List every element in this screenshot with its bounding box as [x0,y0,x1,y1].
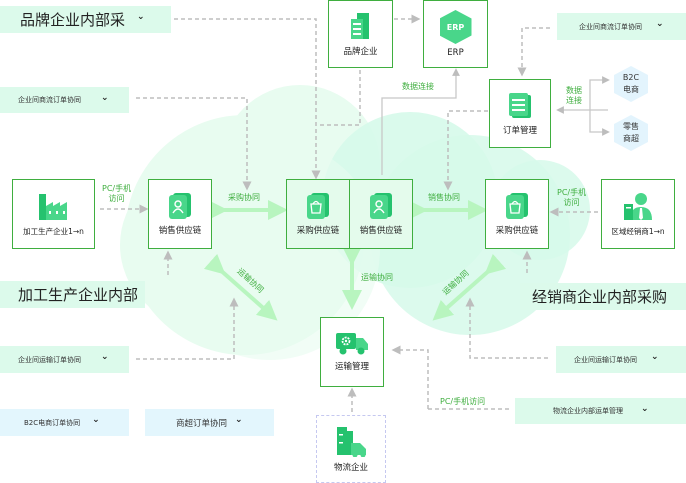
truck-gear-icon [336,333,368,355]
chevron-down-icon: ⌄ [641,403,649,414]
connector-topleft-pill [136,97,252,191]
hex-line: 零售 [623,122,639,131]
chevron-down-icon: ⌄ [101,92,109,103]
dropdown-label: 企业间商流订单协同 [579,22,642,31]
b2c-order-dropdown[interactable]: B2C电商订单协同 ⌄ [0,409,129,436]
right-purchase-chain-node[interactable]: 采购供应链 [485,179,549,249]
b2c-ecommerce-hex[interactable]: B2C 电商 [614,66,648,102]
chevron-down-icon: ⌄ [101,352,109,362]
node-label: 订单管理 [502,125,537,136]
brand-internal-title: 品牌企业内部采 [20,11,126,29]
node-label: 运输管理 [334,362,369,372]
basket-icon [307,193,329,219]
connector-data-erp [381,68,460,175]
processing-internal-pill[interactable]: 加工生产企业内部 [0,281,145,308]
dropdown-label: B2C电商订单协同 [24,418,81,427]
hex-line: 商超 [623,134,639,143]
right-transport-dropdown[interactable]: 企业间运输订单协同 ⌄ [556,346,686,373]
data-connection-label: 数据连接 [402,82,434,91]
edge-label-line: 数据 [566,86,582,95]
left-sales-chain-node[interactable]: 销售供应链 [148,179,212,249]
dropdown-label: 企业间运输订单协同 [18,355,81,364]
edge-label-line: 连接 [566,96,582,105]
dropdown-label: 商超订单协同 [176,418,228,429]
dealer-internal-pill[interactable]: 经销商企业内部采购 [520,283,686,310]
building-icon [350,13,369,39]
person-card-icon [169,193,191,219]
connector-left-transport [136,297,239,360]
node-label: 采购供应链 [296,226,340,236]
chevron-down-icon: ⌄ [92,415,100,425]
edge-label-line: PC/手机 [557,188,587,197]
node-label: 物流企业 [333,463,368,473]
hex-line: B2C [622,73,640,82]
chevron-down-icon: ⌄ [656,19,664,29]
erp-node[interactable]: ERP ERP [423,0,488,68]
arrow-transport-collab-left [203,253,278,321]
dropdown-label: 企业间运输订单协同 [574,355,637,364]
node-label: 加工生产企业1→n [23,226,84,236]
transport-collab-center-label: 运输协同 [361,273,393,282]
connector-topright-pill [517,27,550,77]
factory-icon [38,193,67,220]
retail-supermarket-hex[interactable]: 零售商超 [614,115,648,151]
order-management-node[interactable]: 订单管理 [489,79,551,148]
businessman-icon [624,192,652,220]
connector-logistics-to-transport [391,345,429,409]
supermarket-order-dropdown[interactable]: 商超订单协同 ⌄ [145,409,274,436]
logistics-enterprise-node[interactable]: 物流企业 [316,415,386,483]
dropdown-label: 企业间商流订单协同 [18,96,81,104]
brand-internal-pill[interactable]: 品牌企业内部采 ⌄ [0,6,171,33]
node-label: ERP [447,48,464,58]
edge-label-line: 访问 [563,198,580,207]
logistics-internal-dropdown[interactable]: 物流企业内部运单管理 ⌄ [515,398,686,424]
erp-hex-icon: ERP [439,10,472,44]
top-left-order-dropdown[interactable]: 企业间商流订单协同 ⌄ [0,87,129,113]
chevron-down-icon: ⌄ [235,415,243,425]
processing-internal-title: 加工生产企业内部 [18,286,139,304]
pc-mobile-bottom-label: PC/手机访问 [440,397,486,406]
chevron-down-icon[interactable]: ⌄ [137,11,145,22]
erp-badge-text: ERP [446,22,465,32]
sales-collab-label: 销售协同 [428,193,460,202]
arrow-transport-collab-right [432,253,507,321]
basket-icon [506,193,528,219]
pc-mobile-left-label: PC/手机 访问 [102,184,131,204]
connector-right-transport [465,297,548,359]
node-label: 区域经销商1→n [611,226,665,236]
document-icon [509,92,531,118]
hex-line: 电商 [622,85,639,94]
pc-mobile-right-label: PC/手机 访问 [557,188,586,208]
processing-enterprise-node[interactable]: 加工生产企业1→n [12,179,95,249]
transport-management-node[interactable]: 运输管理 [320,317,384,387]
regional-dealer-node[interactable]: 区域经销商1→n [601,179,675,249]
connector-brand-pill-to-enterprise [174,18,321,180]
data-connection-right-label: 数据 连接 [566,86,582,106]
center-sales-chain-node[interactable]: 销售供应链 [349,179,413,249]
top-right-order-dropdown[interactable]: 企业间商流订单协同 ⌄ [557,13,686,40]
brand-enterprise-node[interactable]: 品牌企业 [328,0,393,68]
center-purchase-chain-node[interactable]: 采购供应链 [286,179,350,249]
edge-label-line: 访问 [108,194,125,203]
node-label: 采购供应链 [495,226,539,236]
person-card-icon [370,193,392,219]
warehouse-truck-icon [337,427,366,457]
node-label: 销售供应链 [359,226,403,236]
left-transport-dropdown[interactable]: 企业间运输订单协同 ⌄ [0,346,129,373]
node-label: 品牌企业 [343,47,378,57]
dealer-internal-title: 经销商企业内部采购 [532,288,668,306]
purchase-collab-label: 采购协同 [228,193,260,202]
node-label: 销售供应链 [158,226,202,236]
chevron-down-icon: ⌄ [651,352,659,362]
dropdown-label: 物流企业内部运单管理 [553,407,623,415]
edge-label-line: PC/手机 [102,184,132,193]
